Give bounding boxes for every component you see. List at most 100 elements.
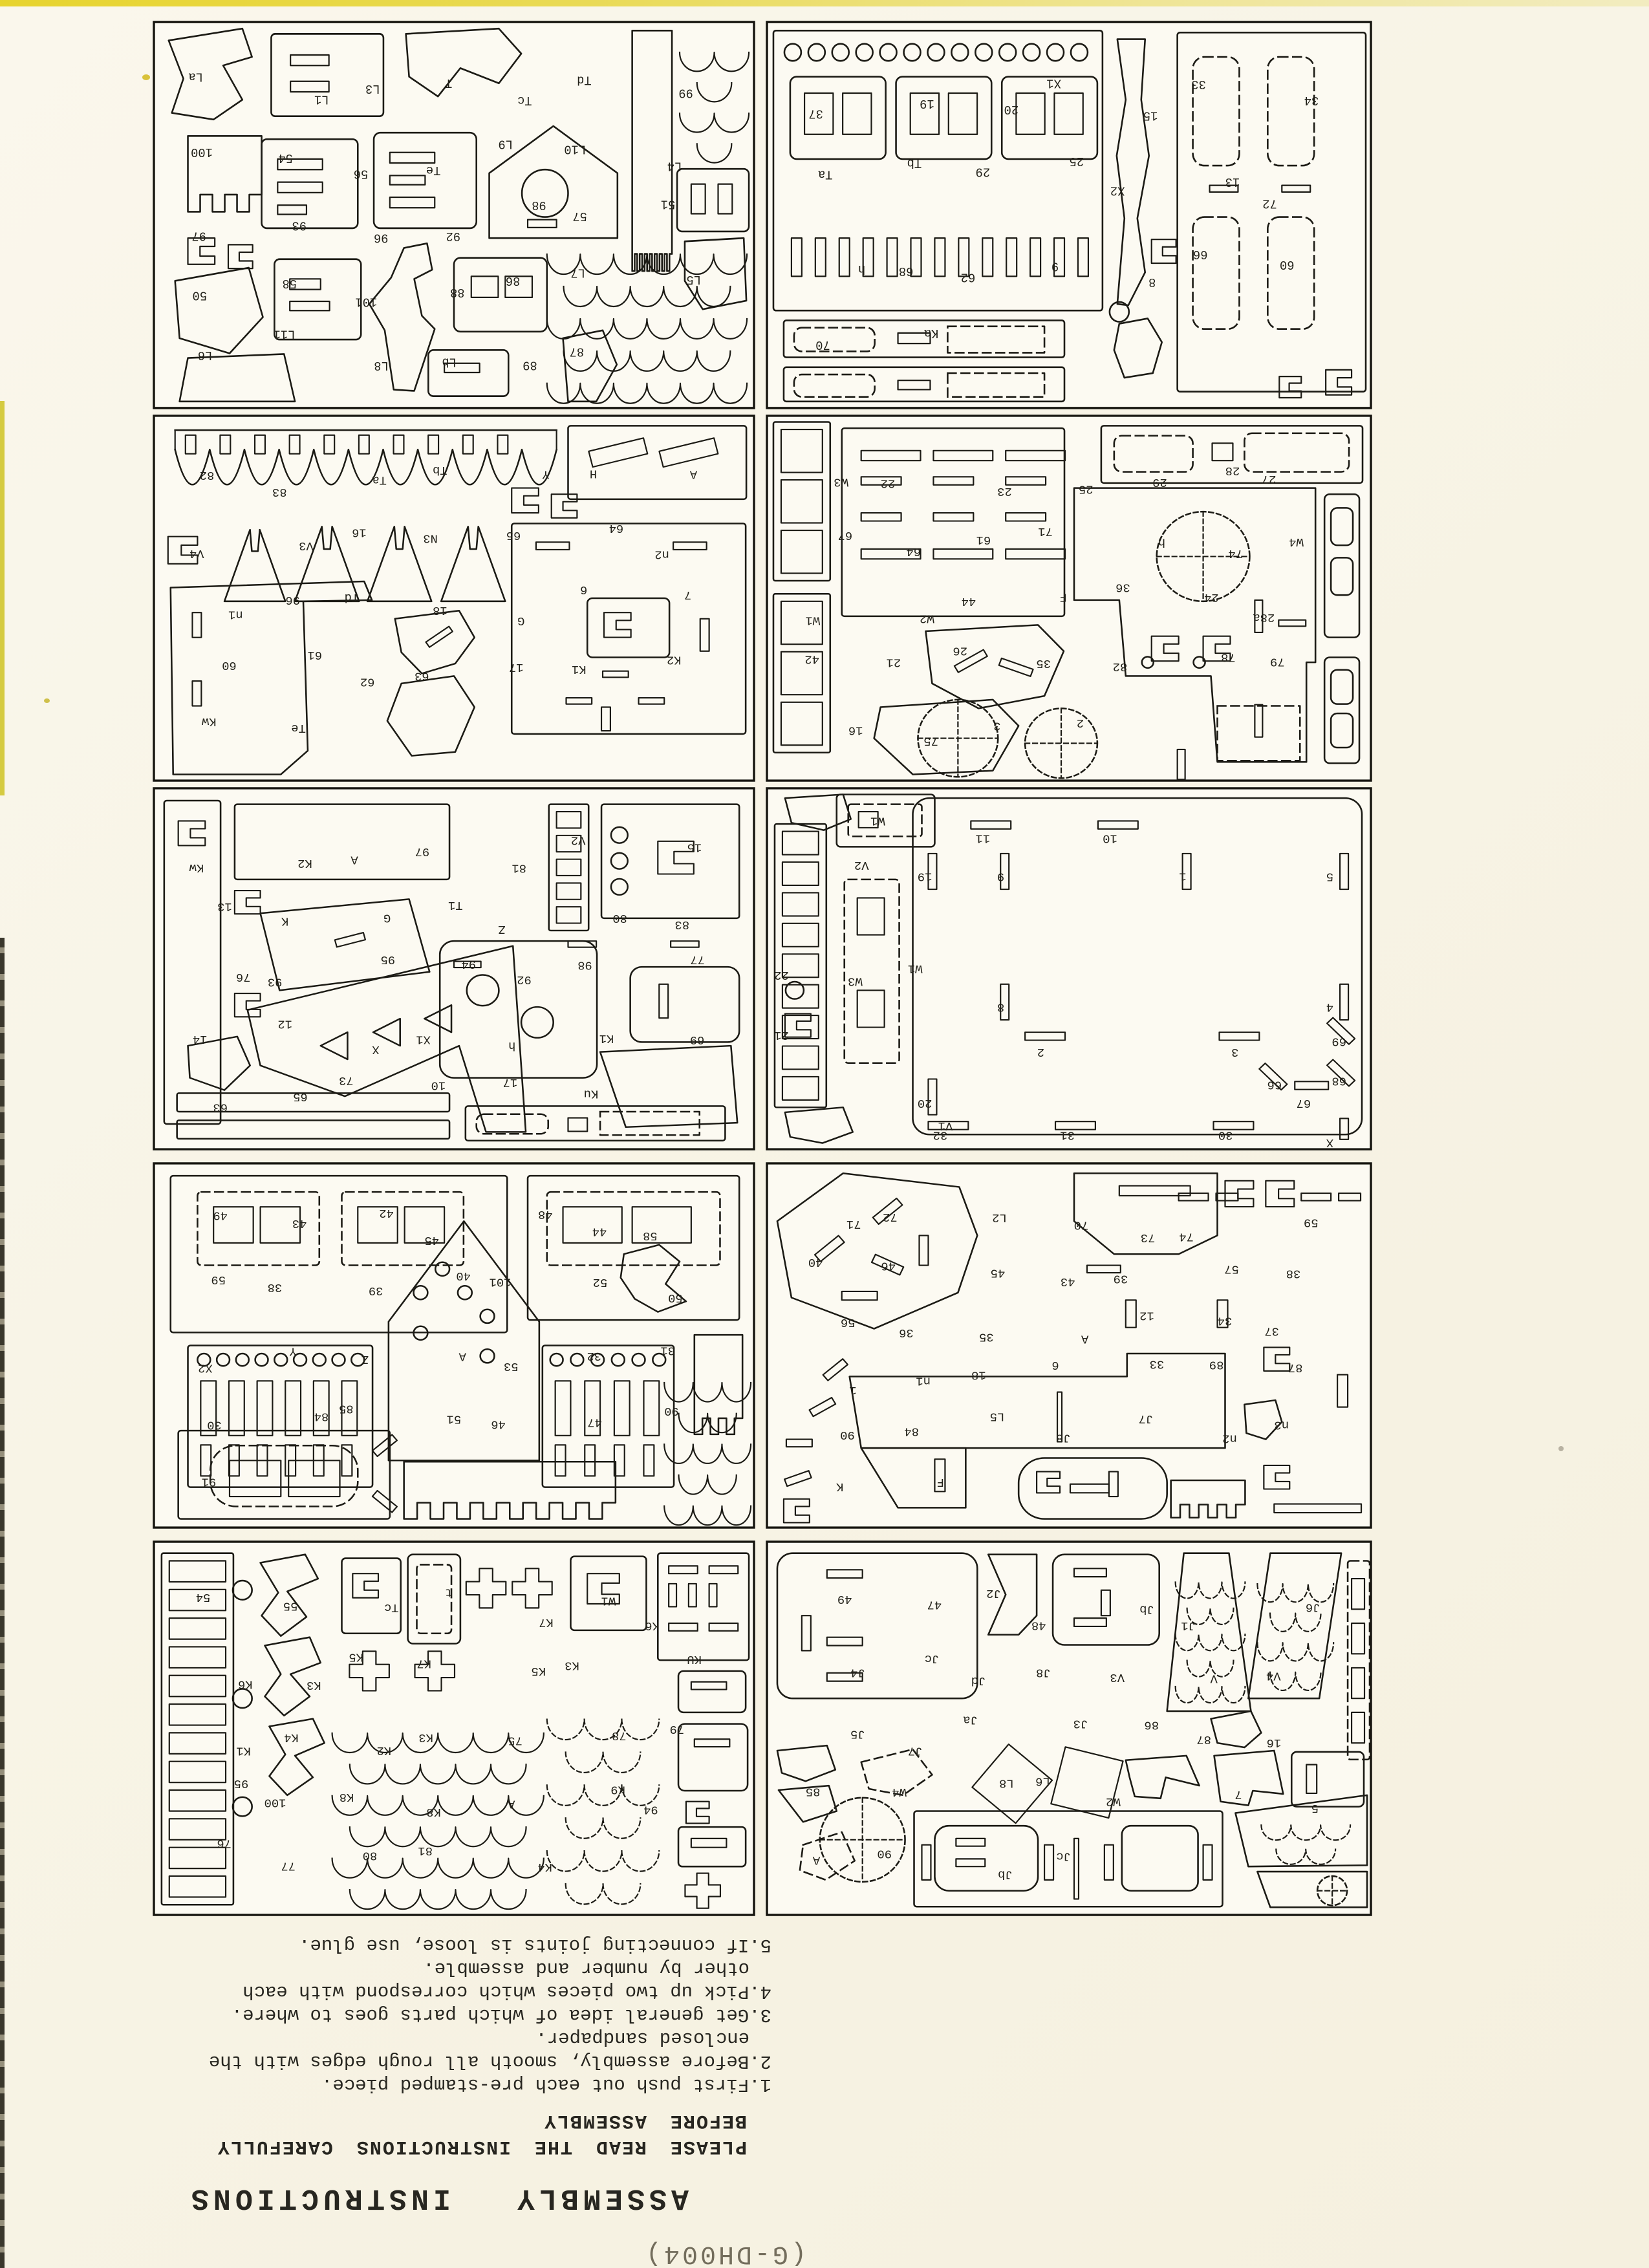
- part-label: F: [1060, 590, 1067, 604]
- part-label: W1: [870, 814, 885, 828]
- part-label: 58: [643, 1229, 658, 1242]
- part-label: 1: [1179, 869, 1186, 883]
- part-label: 85: [806, 1784, 821, 1798]
- part-label: 30: [1218, 1129, 1233, 1142]
- part-label: Tb: [907, 156, 921, 170]
- part-label: 10: [1103, 831, 1117, 845]
- part-label: J6: [1306, 1601, 1320, 1615]
- part-label: 91: [202, 1475, 217, 1489]
- part-label: V2: [854, 858, 869, 872]
- part-label: 2: [1037, 1045, 1044, 1059]
- part-label: 17: [509, 660, 524, 674]
- part-label: 33: [1191, 77, 1206, 91]
- part-label: La: [188, 69, 203, 83]
- part-label: Ka: [924, 326, 939, 340]
- part-label: 68: [899, 264, 914, 278]
- part-label: G: [517, 614, 524, 627]
- part-label: 32: [933, 1129, 948, 1142]
- part-label: 36: [1116, 581, 1130, 595]
- part-label: X1: [1046, 76, 1061, 91]
- notice-line-1: PLEASE READ THE INSTRUCTIONS CAREFULLY: [216, 2135, 747, 2157]
- part-label: 56: [354, 166, 369, 180]
- part-label: A: [350, 853, 358, 867]
- part-label: 45: [424, 1233, 439, 1247]
- instruction-item-4: 4.Pick up two pieces which correspond wi…: [242, 1981, 771, 2002]
- part-label: 40: [456, 1269, 471, 1282]
- part-label: 45: [991, 1266, 1006, 1279]
- part-label: 84: [904, 1425, 919, 1438]
- part-label: L11: [274, 327, 296, 341]
- part-label: T: [445, 76, 452, 90]
- part-label: K6: [645, 1619, 660, 1633]
- part-label: 19: [918, 869, 932, 883]
- part-label: 33: [1150, 1357, 1165, 1370]
- part-label: 73: [1141, 1231, 1156, 1244]
- part-label: A: [812, 1853, 820, 1867]
- part-label: 92: [446, 229, 461, 243]
- part-label: 99: [678, 85, 693, 100]
- part-label: K2: [667, 653, 682, 667]
- part-label: W3: [834, 475, 848, 490]
- part-label: 15: [1143, 108, 1158, 122]
- part-label: 18: [433, 603, 447, 617]
- part-label: 47: [587, 1415, 602, 1429]
- dust-speck: [1558, 1446, 1564, 1451]
- part-label: 48: [1031, 1618, 1046, 1632]
- part-label: 27: [1262, 472, 1277, 486]
- kit-code: (G-DH004): [643, 2239, 806, 2268]
- part-label: 60: [222, 658, 237, 672]
- part-label: n2: [654, 548, 669, 561]
- part-label: 50: [192, 288, 207, 302]
- part-label: 4: [1326, 1000, 1333, 1013]
- part-label: 82: [1113, 660, 1128, 674]
- part-label: 40: [808, 1255, 823, 1269]
- part-label: 2: [1077, 716, 1084, 730]
- part-label: K3: [418, 1731, 433, 1745]
- instruction-item-4-cont: other by number and assemble.: [423, 1958, 749, 1979]
- part-label: X2: [1110, 183, 1125, 197]
- part-label: 7: [1234, 1787, 1242, 1802]
- part-label: 72: [883, 1210, 898, 1224]
- part-label: 87: [1288, 1361, 1303, 1374]
- scanner-edge-left-dark: [0, 938, 5, 2268]
- part-label: K2: [377, 1744, 392, 1758]
- part-label: 95: [381, 953, 396, 966]
- part-label: W2: [1106, 1795, 1121, 1809]
- scanner-edge-top: [0, 0, 1649, 6]
- part-label: 93: [292, 219, 307, 233]
- part-label: 63: [213, 1100, 228, 1114]
- notice-line-2: BEFORE ASSEMBLY: [543, 2110, 747, 2132]
- part-label: Y: [542, 468, 549, 481]
- part-label: 58: [282, 276, 297, 290]
- part-label: n2: [1222, 1432, 1237, 1445]
- part-label: 84: [314, 1410, 329, 1423]
- part-label: 62: [360, 675, 375, 688]
- part-label: 8: [997, 1000, 1004, 1013]
- part-label: 73: [339, 1074, 354, 1087]
- part-label: 24: [1204, 590, 1219, 605]
- part-label: 13: [217, 900, 232, 913]
- part-label: 51: [661, 197, 676, 211]
- part-label: 101: [490, 1275, 512, 1289]
- part-label: n3: [1274, 1418, 1289, 1431]
- part-label: 83: [272, 485, 287, 499]
- part-label: 96: [285, 593, 300, 607]
- part-label: 31: [1060, 1129, 1075, 1142]
- part-label: J7: [908, 1744, 923, 1758]
- part-label: 53: [504, 1359, 519, 1373]
- part-label: 9: [1051, 259, 1059, 274]
- part-label: 87: [570, 344, 585, 358]
- part-label: 3: [993, 719, 1000, 733]
- part-label: N3: [423, 532, 438, 545]
- part-label: 95: [234, 1777, 249, 1791]
- part-label: 70: [815, 338, 830, 352]
- part-label: K2: [297, 856, 312, 870]
- instruction-item-1: 1.First push out each pre-stamped piece.: [321, 2074, 771, 2095]
- part-label: 49: [213, 1208, 228, 1222]
- instruction-text-block: (G-DH004) ASSEMBLY INSTRUCTIONS PLEASE R…: [165, 1934, 812, 2268]
